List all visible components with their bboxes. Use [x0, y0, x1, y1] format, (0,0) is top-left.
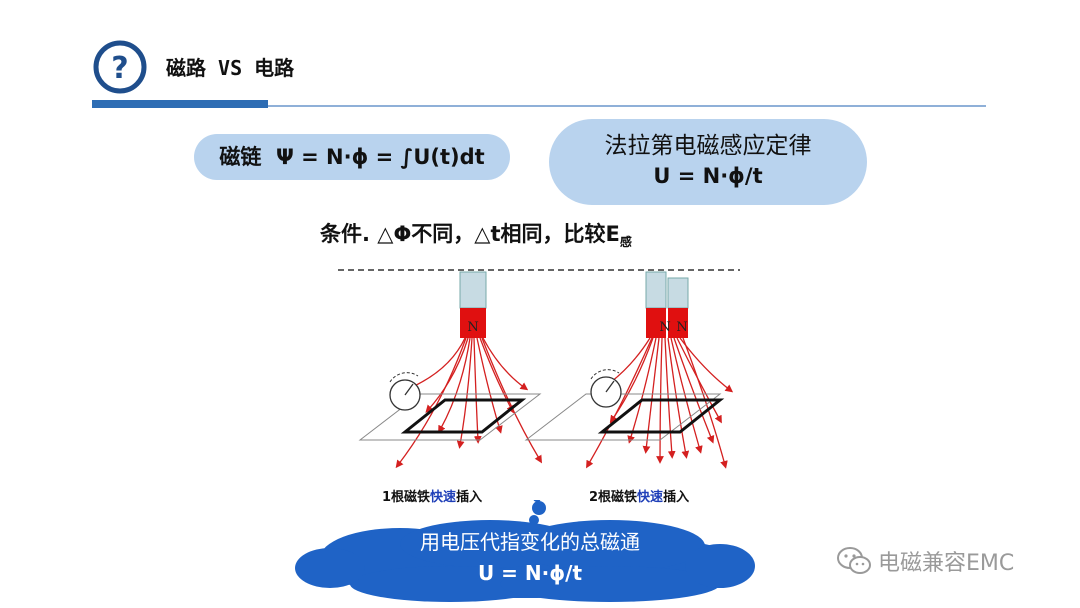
caption-text: 1根磁铁 — [382, 490, 431, 505]
caption-text: 插入 — [456, 490, 483, 505]
right-setup: N N — [524, 271, 734, 469]
thought-cloud — [295, 500, 755, 602]
wechat-icon — [837, 547, 871, 574]
cloud-line-1: 用电压代指变化的总磁通 — [420, 530, 640, 554]
magnet-north-part — [668, 308, 688, 338]
faraday-law-box: 法拉第电磁感应定律 U = N·ϕ/t — [549, 119, 867, 205]
magnet-south-part — [667, 277, 689, 309]
cloud-line-2: U = N·ϕ/t — [477, 561, 583, 585]
magnet-coil-diagram: N N N — [338, 269, 740, 469]
right-caption: 2根磁铁快速插入 — [589, 486, 689, 505]
coil — [400, 398, 527, 434]
flux-linkage-formula: 磁链 Ψ = N·ϕ = ∫U(t)dt — [194, 134, 510, 180]
magnet-label: N — [467, 320, 478, 335]
magnet-label: N — [659, 320, 670, 335]
condition-statement: 条件. △Φ不同，△t相同，比较E感 — [320, 218, 632, 250]
title-underline — [268, 105, 986, 107]
left-setup: N — [358, 271, 543, 469]
title-underline-accent — [92, 100, 268, 108]
caption-highlight: 快速 — [637, 490, 664, 505]
cloud-text: 用电压代指变化的总磁通 U = N·ϕ/t — [340, 526, 720, 585]
caption-highlight: 快速 — [430, 490, 457, 505]
page-title: 磁路 VS 电路 — [166, 56, 295, 80]
circuit-plane — [524, 393, 722, 441]
caption-text: 2根磁铁 — [589, 490, 638, 505]
coil — [597, 398, 725, 434]
magnet-label: N — [676, 320, 687, 335]
left-caption: 1根磁铁快速插入 — [382, 486, 482, 505]
question-icon: ? — [93, 40, 147, 94]
watermark: 电磁兼容EMC — [836, 545, 1014, 577]
caption-text: 插入 — [663, 490, 690, 505]
flux-linkage-equation: Ψ = N·ϕ = ∫U(t)dt — [275, 145, 485, 169]
faraday-law-title: 法拉第电磁感应定律 — [604, 133, 812, 159]
magnet-south-part — [645, 271, 667, 309]
faraday-law-formula: U = N·ϕ/t — [653, 164, 763, 188]
svg-text:?: ? — [111, 51, 128, 86]
condition-text: 条件. △Φ不同，△t相同，比较E — [320, 222, 620, 246]
condition-subscript: 感 — [619, 235, 632, 250]
flux-linkage-label: 磁链 — [219, 145, 262, 169]
magnet-south-part — [459, 271, 487, 309]
magnet-north-part — [460, 308, 486, 338]
watermark-text: 电磁兼容EMC — [878, 551, 1015, 576]
magnet-north-part — [646, 308, 666, 338]
